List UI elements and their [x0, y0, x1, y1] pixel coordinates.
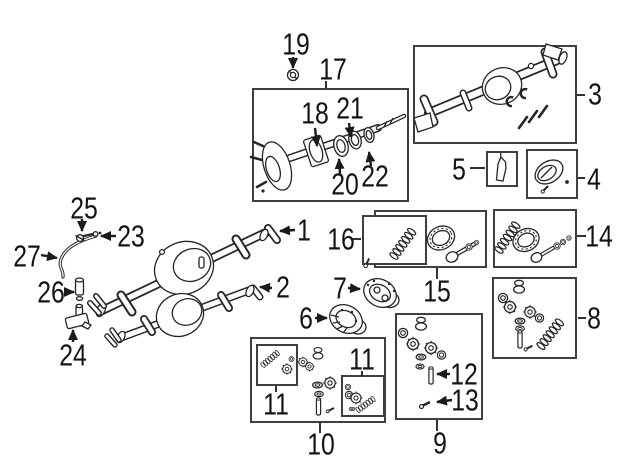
group-box-8	[492, 277, 577, 359]
callout-arrow-7	[347, 283, 361, 294]
callout-21[interactable]: 21	[336, 90, 364, 126]
differential-cover-4-drawing	[534, 159, 569, 195]
callout-16[interactable]: 16	[327, 221, 355, 257]
callout-19[interactable]: 19	[282, 26, 310, 62]
ring-gear-pinion-15-drawing	[426, 225, 480, 263]
callout-12[interactable]: 12	[450, 356, 478, 392]
group-box-10	[250, 337, 386, 423]
differential-case-6-drawing	[329, 304, 367, 335]
axle-housing-3-drawing	[413, 43, 568, 133]
ring-gear-pinion-kit-14-drawing	[493, 220, 572, 263]
callout-5[interactable]: 5	[452, 151, 466, 187]
callout-arrow-20	[334, 158, 345, 175]
axle-assembly-1-drawing	[87, 224, 281, 318]
axle-assembly-2-drawing	[104, 284, 264, 348]
callout-13[interactable]: 13	[451, 382, 479, 418]
callout-4[interactable]: 4	[587, 161, 601, 197]
callout-17[interactable]: 17	[319, 51, 347, 87]
callout-26[interactable]: 26	[37, 274, 65, 310]
vent-fitting-24-drawing	[64, 303, 92, 330]
callout-arrow-2	[259, 282, 273, 293]
callout-arrow-13	[436, 395, 453, 406]
callout-arrow-1	[279, 225, 296, 236]
callout-20[interactable]: 20	[331, 166, 359, 202]
differential-case-7-drawing	[363, 278, 400, 309]
sealant-tube-5-drawing	[495, 152, 507, 182]
group-box-5	[486, 151, 518, 187]
callout-9[interactable]: 9	[433, 425, 447, 461]
callout-2[interactable]: 2	[276, 269, 290, 305]
callout-24[interactable]: 24	[59, 337, 87, 373]
callout-25[interactable]: 25	[70, 190, 98, 226]
callout-3[interactable]: 3	[588, 76, 602, 112]
callout-7[interactable]: 7	[333, 270, 347, 306]
group-box-9	[395, 313, 483, 420]
callout-18[interactable]: 18	[301, 95, 329, 131]
callout-27[interactable]: 27	[13, 238, 41, 274]
callout-15[interactable]: 15	[423, 273, 451, 309]
hose-clip-25-drawing	[75, 233, 85, 243]
breather-valve-26-drawing	[74, 277, 85, 301]
callout-14[interactable]: 14	[585, 218, 613, 254]
callout-10[interactable]: 10	[307, 426, 335, 462]
callout-arrow-22	[365, 151, 376, 167]
group-box-11-right	[341, 375, 385, 417]
group-box-17	[252, 88, 409, 202]
callout-arrow-21	[344, 122, 355, 138]
callout-6[interactable]: 6	[299, 300, 313, 336]
group-box-11-left	[256, 344, 298, 386]
group-box-4	[526, 149, 578, 199]
group-box-14	[493, 209, 577, 268]
callout-arrow-18	[310, 127, 321, 147]
callout-22[interactable]: 22	[361, 158, 389, 194]
callout-11-left[interactable]: 11	[263, 386, 289, 422]
hub-nut-19-drawing	[286, 68, 300, 82]
callout-23[interactable]: 23	[117, 218, 145, 254]
group-box-3	[413, 45, 577, 144]
axle-shaft-assembly-17-drawing	[249, 113, 407, 193]
callout-arrows	[40, 57, 453, 406]
callout-1[interactable]: 1	[297, 212, 311, 248]
callout-connectors	[275, 81, 586, 433]
callout-arrow-27	[40, 251, 58, 262]
callout-11-right[interactable]: 11	[349, 341, 375, 377]
callout-8[interactable]: 8	[587, 300, 601, 336]
